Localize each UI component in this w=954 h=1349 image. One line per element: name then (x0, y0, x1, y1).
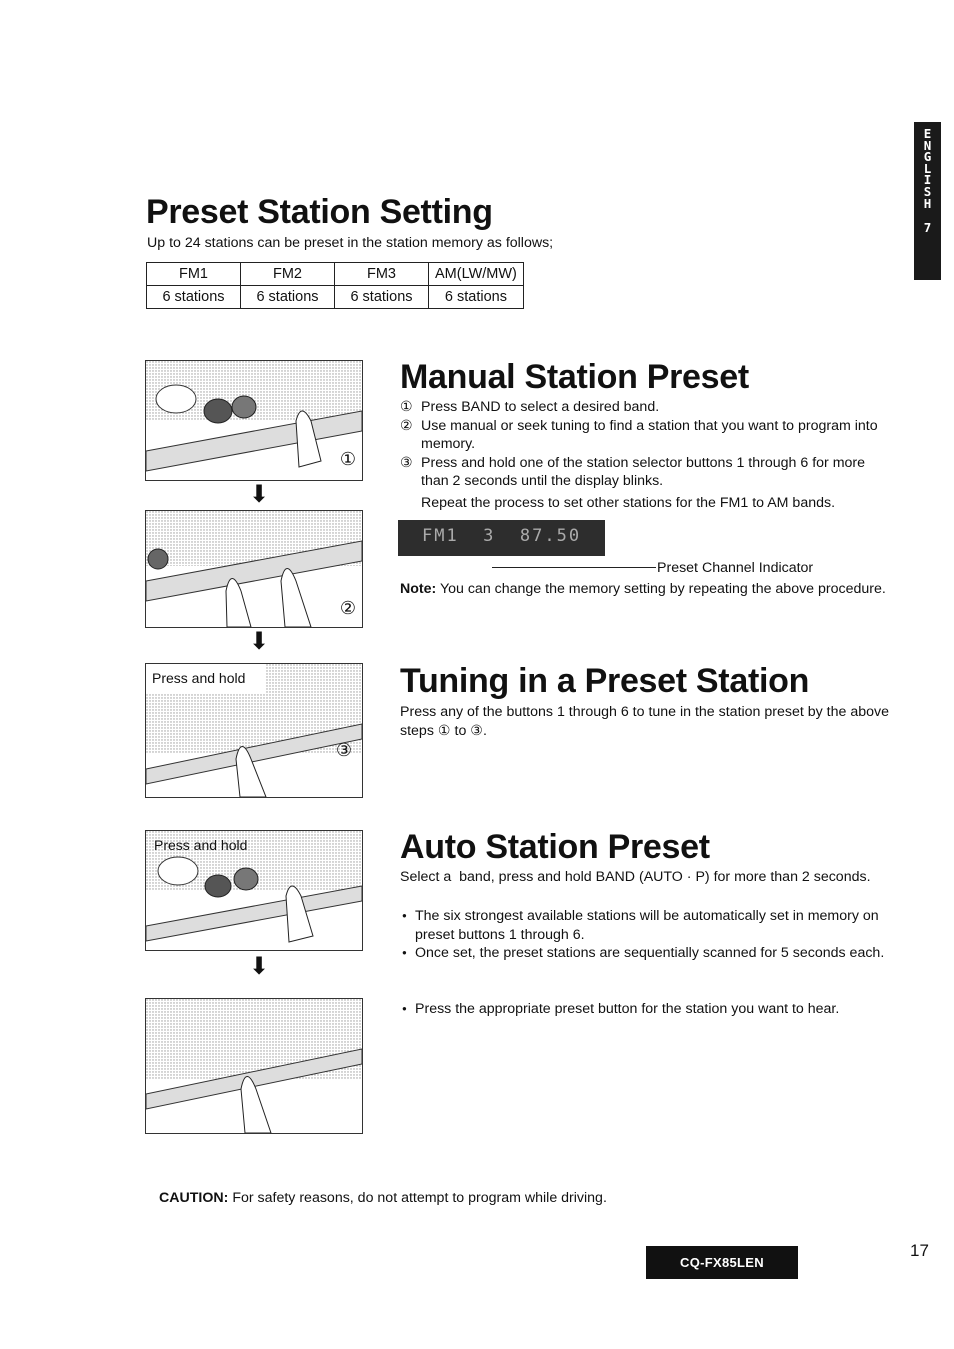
note: Note: You can change the memory setting … (400, 580, 894, 599)
language-tab-letter: S (923, 183, 932, 199)
auto-preset-bullets: The six strongest available stations wil… (400, 907, 894, 963)
tuning-preset-text: Press any of the buttons 1 through 6 to … (400, 704, 890, 739)
down-arrow-icon: ⬇ (249, 481, 270, 508)
language-tab-page: 7 (923, 220, 932, 236)
table-cell: 6 stations (334, 285, 429, 309)
model-label: CQ-FX85LEN (646, 1246, 798, 1279)
down-arrow-icon: ⬇ (249, 953, 270, 980)
repeat-text: Repeat the process to set other stations… (421, 495, 836, 511)
list-item: ② Use manual or seek tuning to find a sta… (400, 417, 894, 454)
illustration-auto-scan (145, 998, 363, 1134)
step-number: ③ (400, 454, 413, 471)
press-hold-label: Press and hold (152, 670, 246, 686)
language-tab-letter: I (923, 172, 932, 188)
list-item: Once set, the preset stations are sequen… (400, 944, 894, 963)
step-number: ① (400, 399, 413, 415)
car-stereo-illustration (146, 999, 362, 1133)
table-header-cell: FM1 (146, 262, 241, 286)
note-text: You can change the memory setting by rep… (439, 581, 886, 597)
indicator-line (492, 567, 656, 568)
table-header-cell: FM3 (334, 262, 429, 286)
step-text: Press BAND to select a desired band. (421, 399, 660, 415)
manual-preset-title: Manual Station Preset (400, 358, 749, 396)
caution: CAUTION: For safety reasons, do not atte… (159, 1189, 607, 1208)
illustration-step3: Press and hold ③ (145, 663, 363, 798)
table-cell: 6 stations (428, 285, 524, 309)
step-number: ② (400, 417, 413, 434)
indicator-label: Preset Channel Indicator (657, 560, 814, 576)
language-tab-letter: N (923, 137, 932, 153)
car-stereo-illustration (146, 664, 362, 797)
down-arrow-icon: ⬇ (249, 628, 270, 655)
list-item: ① Press BAND to select a desired band. (400, 398, 894, 417)
preset-display: FM1 3 87.50 (398, 520, 605, 556)
list-item: The six strongest available stations wil… (400, 907, 894, 944)
step-marker: ① (339, 449, 356, 469)
page-number: 17 (910, 1241, 929, 1260)
auto-preset-title: Auto Station Preset (400, 828, 710, 866)
step-marker: ③ (335, 740, 352, 760)
table-row: 6 stations 6 stations 6 stations 6 stati… (146, 285, 524, 309)
preset-setting-intro: Up to 24 stations can be preset in the s… (147, 235, 554, 251)
note-label: Note: (400, 581, 437, 597)
language-tab: E N G L I S H 7 (914, 122, 941, 280)
auto-preset-intro: Select a band, press and hold BAND (AUTO… (400, 869, 871, 885)
step-text: Press and hold one of the station select… (421, 454, 866, 490)
caution-text: For safety reasons, do not attempt to pr… (232, 1190, 607, 1206)
list-item: Press the appropriate preset button for … (400, 1000, 894, 1019)
table-header-cell: FM2 (240, 262, 335, 286)
language-tab-letter: H (923, 195, 932, 211)
language-tab-letter: L (923, 160, 932, 176)
language-tab-letter: E (923, 126, 932, 141)
table-header-row: FM1 FM2 FM3 AM(LW/MW) (146, 262, 524, 286)
display-text: FM1 3 87.50 (422, 526, 582, 546)
tuning-preset-title: Tuning in a Preset Station (400, 662, 810, 700)
list-item: ③ Press and hold one of the station selec… (400, 454, 894, 491)
step-marker: ② (339, 598, 356, 618)
caution-label: CAUTION: (159, 1190, 229, 1206)
auto-preset-last-bullet: Press the appropriate preset button for … (400, 1000, 894, 1019)
table-cell: 6 stations (240, 285, 335, 309)
table-header-cell: AM(LW/MW) (428, 262, 524, 286)
station-table: FM1 FM2 FM3 AM(LW/MW) 6 stations 6 stati… (146, 262, 524, 309)
car-stereo-illustration (146, 361, 362, 472)
illustration-step1: ① (145, 360, 363, 481)
illustration-auto-press: Press and hold (145, 830, 363, 951)
language-tab-letter: G (923, 149, 932, 165)
table-cell: 6 stations (146, 285, 241, 309)
car-stereo-illustration (146, 831, 362, 943)
car-stereo-illustration (146, 511, 362, 627)
illustration-step2: ② (145, 510, 363, 628)
preset-setting-title: Preset Station Setting (146, 193, 493, 231)
press-hold-label: Press and hold (154, 837, 248, 853)
step-text: Use manual or seek tuning to find a stat… (421, 417, 878, 453)
